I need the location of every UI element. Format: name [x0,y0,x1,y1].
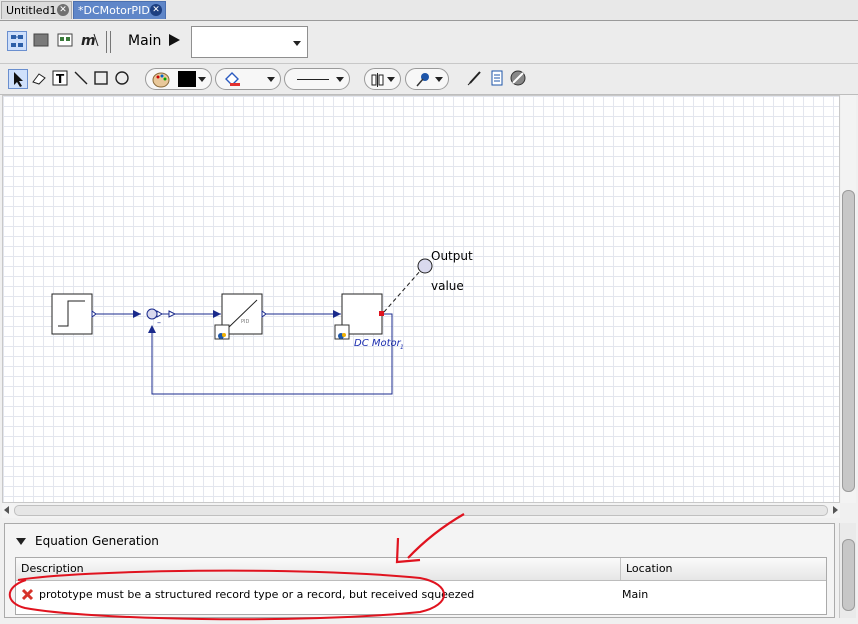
line-icon[interactable] [72,69,92,89]
error-icon [21,588,34,601]
column-header-location[interactable]: Location [626,562,673,575]
output-label: Output [431,249,473,263]
diagram-canvas[interactable]: – PID DC Motor 1 [2,95,840,503]
line-style-icon [297,79,329,80]
fill-combo[interactable] [215,68,281,90]
eraser-icon[interactable] [30,69,50,89]
disable-icon[interactable] [509,69,529,89]
scrollbar-thumb[interactable] [842,539,855,611]
pointer-icon[interactable] [8,69,28,89]
column-separator[interactable] [620,558,621,580]
chevron-down-icon [387,77,395,82]
dc-motor-subscript: 1 [400,344,404,351]
sum-block[interactable]: – [146,308,163,327]
equation-generation-panel: Equation Generation Description Location… [4,523,835,618]
output-probe[interactable] [417,258,433,274]
message-location: Main [622,588,649,601]
connection-arrow-icon [168,310,177,318]
align-icon [371,73,384,87]
class-name-label: Main [128,33,162,49]
chevron-right-icon[interactable] [833,506,838,514]
dc-motor-block[interactable]: DC Motor 1 [334,293,404,351]
editor-tab-bar: Untitled1 ✕ *DCMotorPID ✕ [0,0,858,21]
fill-color-swatch [178,71,196,87]
canvas-horizontal-scrollbar[interactable] [2,503,840,518]
rectangle-icon[interactable] [92,69,112,89]
svg-text:T: T [56,72,65,86]
ellipse-icon[interactable] [113,69,133,89]
value-label: value [431,279,464,293]
palette-icon [152,72,170,88]
component-view-icon[interactable] [56,31,76,51]
icon-view-icon[interactable] [32,31,52,51]
pid-block[interactable]: PID [214,293,267,340]
align-combo[interactable] [364,68,401,90]
close-icon[interactable]: ✕ [150,4,162,16]
chevron-down-icon [293,41,301,46]
panel-vertical-scrollbar[interactable] [839,523,856,618]
modelica-text-view-icon[interactable]: m [80,31,100,51]
pin-icon [416,73,429,87]
text-icon[interactable]: T [51,69,71,89]
svg-text:m: m [81,33,96,49]
chevron-down-icon [198,77,206,82]
diagram-view-icon[interactable] [7,31,27,51]
connection-arrow-icon [213,310,221,318]
play-icon[interactable] [166,31,186,51]
panel-title: Equation Generation [35,534,159,548]
column-header-description[interactable]: Description [21,562,84,575]
drawing-toolbar: T [0,64,858,95]
instance-combo[interactable] [191,26,308,58]
dc-motor-label: DC Motor [354,338,402,349]
pin-combo[interactable] [405,68,449,90]
collapse-triangle-icon[interactable] [16,538,26,545]
probe-line[interactable] [383,269,422,313]
pid-label: PID [241,319,249,325]
sum-sign: – [157,318,161,327]
close-icon[interactable]: ✕ [57,4,69,16]
step-source-block[interactable] [51,293,97,335]
tab-label: Untitled1 [6,4,57,17]
feedback-connection[interactable] [151,313,393,395]
canvas-vertical-scrollbar[interactable] [841,95,856,503]
tab-label: *DCMotorPID [78,4,150,17]
tab-dcmotorpid[interactable]: *DCMotorPID ✕ [73,1,166,19]
connection-arrow-icon [133,310,141,318]
chevron-down-icon [435,77,443,82]
messages-table: Description Location prototype must be a… [15,557,827,615]
tab-untitled1[interactable]: Untitled1 ✕ [1,1,72,19]
pen-icon[interactable] [466,69,486,89]
scrollbar-thumb[interactable] [842,190,855,492]
message-description: prototype must be a structured record ty… [39,588,475,601]
table-header: Description Location [16,558,826,581]
fill-bucket-icon [225,72,240,86]
document-icon[interactable] [488,69,508,89]
connection-arrow-icon [148,325,156,333]
color-combo[interactable] [145,68,212,90]
chevron-down-icon [267,77,275,82]
scrollbar-thumb[interactable] [14,505,828,516]
line-style-combo[interactable] [284,68,350,90]
connection-arrow-icon [333,310,341,318]
toolbar-separator [106,31,111,53]
diagram-svg: – PID DC Motor 1 [51,249,473,395]
main-toolbar: m Main [0,21,858,64]
chevron-down-icon [336,77,344,82]
chevron-left-icon[interactable] [4,506,9,514]
